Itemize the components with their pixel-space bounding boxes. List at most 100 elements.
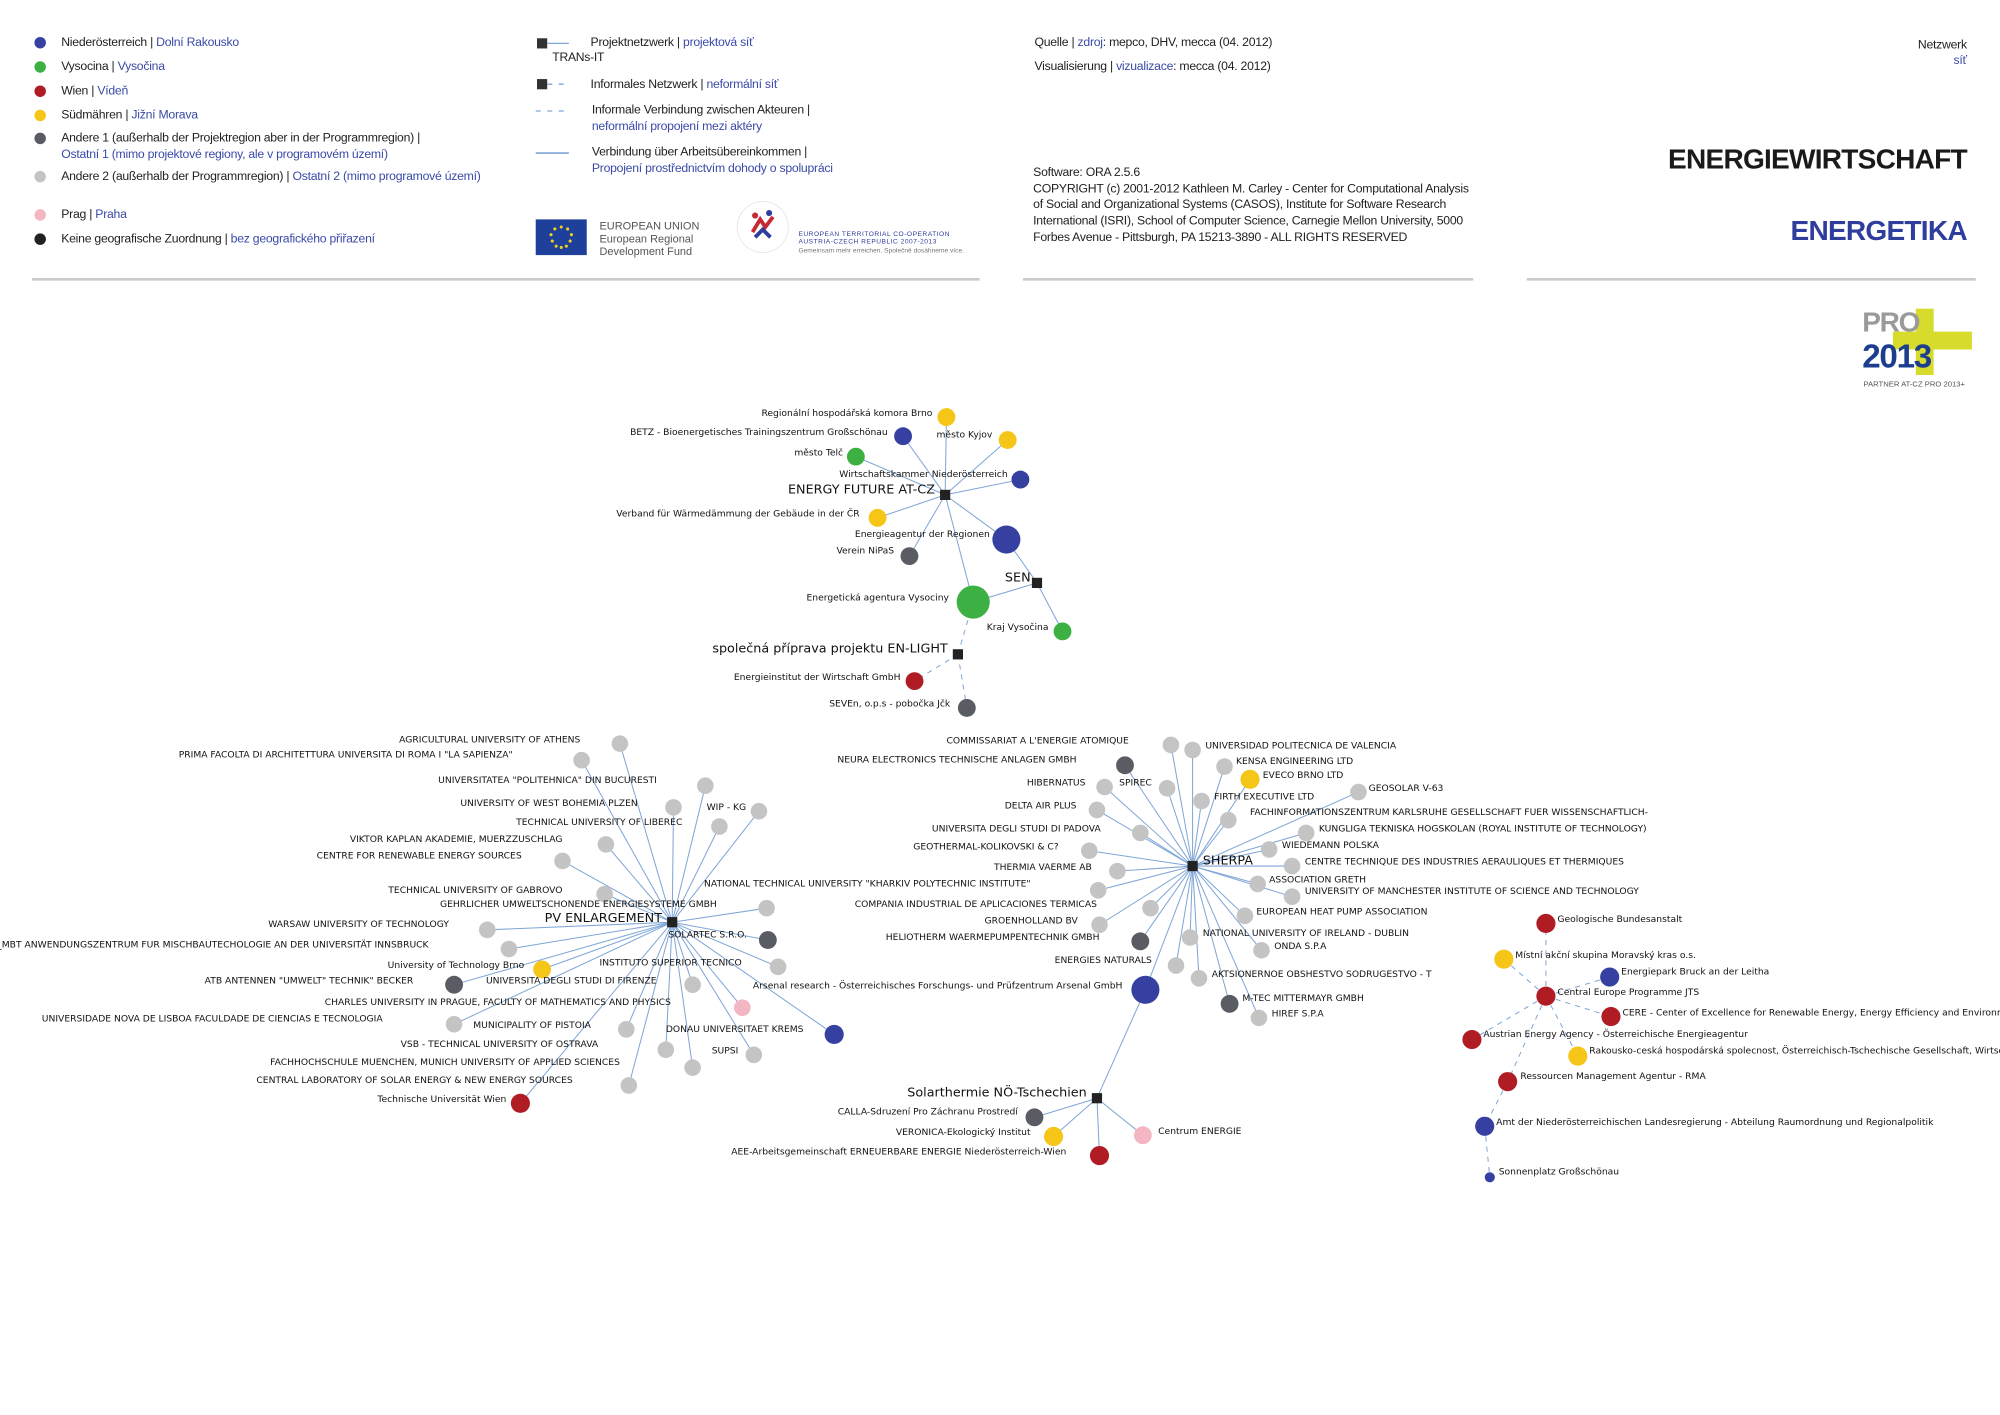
actor-node[interactable] xyxy=(596,885,613,903)
actor-node[interactable] xyxy=(1462,1029,1482,1050)
actor-node[interactable] xyxy=(1253,941,1270,959)
actor-node[interactable] xyxy=(1131,932,1150,951)
actor-node[interactable] xyxy=(846,447,865,466)
actor-node[interactable] xyxy=(1132,824,1149,842)
actor-label: Austrian Energy Agency - Österreichische… xyxy=(1483,1029,1748,1040)
actor-node[interactable] xyxy=(1133,1126,1152,1145)
actor-node[interactable] xyxy=(445,975,464,994)
actor-node[interactable] xyxy=(620,1077,638,1094)
actor-node[interactable] xyxy=(992,525,1021,554)
actor-node[interactable] xyxy=(1536,913,1556,934)
actor-node[interactable] xyxy=(1096,778,1113,796)
actor-node[interactable] xyxy=(1283,857,1301,875)
actor-node[interactable] xyxy=(1053,622,1072,641)
actor-node[interactable] xyxy=(1011,470,1030,489)
actor-node[interactable] xyxy=(1158,779,1176,797)
actor-node[interactable] xyxy=(1297,824,1315,842)
actor-node[interactable] xyxy=(1167,957,1185,974)
actor-node[interactable] xyxy=(734,999,751,1016)
actor-node[interactable] xyxy=(1220,811,1237,829)
project-hub-node[interactable] xyxy=(667,917,678,928)
actor-label: Wirtschaftskammer Niederösterreich xyxy=(839,469,1008,480)
actor-node[interactable] xyxy=(1249,875,1266,893)
actor-node[interactable] xyxy=(1184,741,1201,759)
actor-node[interactable] xyxy=(937,408,956,427)
actor-node[interactable] xyxy=(1498,1072,1518,1092)
actor-node[interactable] xyxy=(665,799,682,816)
actor-node[interactable] xyxy=(1260,841,1278,858)
actor-node[interactable] xyxy=(657,1041,675,1059)
actor-label: DELTA AIR PLUS xyxy=(1005,801,1077,812)
project-link xyxy=(1053,1097,1098,1137)
actor-node[interactable] xyxy=(1025,1108,1044,1127)
actor-node[interactable] xyxy=(1475,1116,1495,1136)
actor-node[interactable] xyxy=(1162,736,1180,754)
actor-node[interactable] xyxy=(510,1093,530,1113)
project-link xyxy=(1096,989,1146,1099)
actor-node[interactable] xyxy=(1091,916,1108,934)
actor-node[interactable] xyxy=(1089,882,1107,899)
actor-node[interactable] xyxy=(1131,975,1160,1004)
project-link xyxy=(671,922,694,985)
actor-node[interactable] xyxy=(1568,1046,1588,1066)
actor-node[interactable] xyxy=(478,921,496,939)
actor-node[interactable] xyxy=(597,836,615,853)
actor-node[interactable] xyxy=(1250,1009,1268,1027)
actor-node[interactable] xyxy=(1350,783,1367,801)
source-line: Quelle | zdroj: mepco, DHV, mecca (04. 2… xyxy=(1034,35,1273,50)
actor-node[interactable] xyxy=(573,751,590,769)
actor-node[interactable] xyxy=(1600,967,1620,987)
actor-node[interactable] xyxy=(445,1015,463,1033)
actor-node[interactable] xyxy=(769,958,787,976)
legend-vys-dot-icon xyxy=(34,61,46,73)
actor-node[interactable] xyxy=(745,1046,763,1064)
actor-node[interactable] xyxy=(1494,949,1514,969)
actor-node[interactable] xyxy=(1484,1172,1495,1183)
actor-node[interactable] xyxy=(533,960,552,979)
actor-node[interactable] xyxy=(1190,970,1208,987)
project-hub-node[interactable] xyxy=(940,489,951,500)
actor-node[interactable] xyxy=(684,1059,701,1076)
actor-node[interactable] xyxy=(758,899,775,917)
project-hub-node[interactable] xyxy=(952,649,964,660)
actor-node[interactable] xyxy=(1142,899,1159,917)
actor-node[interactable] xyxy=(900,547,919,566)
actor-node[interactable] xyxy=(500,940,518,958)
project-hub-node[interactable] xyxy=(1187,860,1198,872)
actor-label: ASSOCIATION GRETH xyxy=(1269,875,1366,886)
actor-node[interactable] xyxy=(1220,994,1239,1013)
actor-node[interactable] xyxy=(1536,986,1556,1006)
actor-label: Arsenal research - Österreichisches Fors… xyxy=(753,980,1123,991)
actor-node[interactable] xyxy=(697,777,714,795)
legend-noe-label: Niederösterreich | Dolní Rakousko xyxy=(61,35,239,50)
actor-node[interactable] xyxy=(1044,1126,1064,1147)
project-hub-node[interactable] xyxy=(1031,577,1043,589)
actor-node[interactable] xyxy=(1109,862,1126,880)
actor-node[interactable] xyxy=(894,427,912,446)
actor-node[interactable] xyxy=(617,1021,635,1038)
actor-node[interactable] xyxy=(1216,758,1233,775)
actor-node[interactable] xyxy=(1283,888,1301,905)
project-hub-node[interactable] xyxy=(1091,1093,1103,1104)
actor-node[interactable] xyxy=(611,735,629,752)
actor-node[interactable] xyxy=(905,672,924,691)
actor-node[interactable] xyxy=(1088,801,1106,819)
actor-node[interactable] xyxy=(957,698,976,717)
actor-node[interactable] xyxy=(758,931,777,949)
actor-node[interactable] xyxy=(1181,929,1199,946)
actor-node[interactable] xyxy=(1236,907,1254,925)
actor-node[interactable] xyxy=(711,818,728,835)
actor-node[interactable] xyxy=(956,585,990,619)
actor-node[interactable] xyxy=(554,852,571,870)
actor-node[interactable] xyxy=(1089,1146,1110,1166)
actor-node[interactable] xyxy=(824,1024,844,1045)
actor-node[interactable] xyxy=(1240,769,1260,789)
actor-node[interactable] xyxy=(998,431,1017,449)
actor-node[interactable] xyxy=(750,802,768,820)
actor-node[interactable] xyxy=(1080,842,1098,860)
actor-node[interactable] xyxy=(868,508,887,527)
actor-node[interactable] xyxy=(1601,1007,1621,1027)
actor-node[interactable] xyxy=(1116,756,1134,775)
actor-node[interactable] xyxy=(1193,792,1210,810)
actor-node[interactable] xyxy=(684,976,701,993)
